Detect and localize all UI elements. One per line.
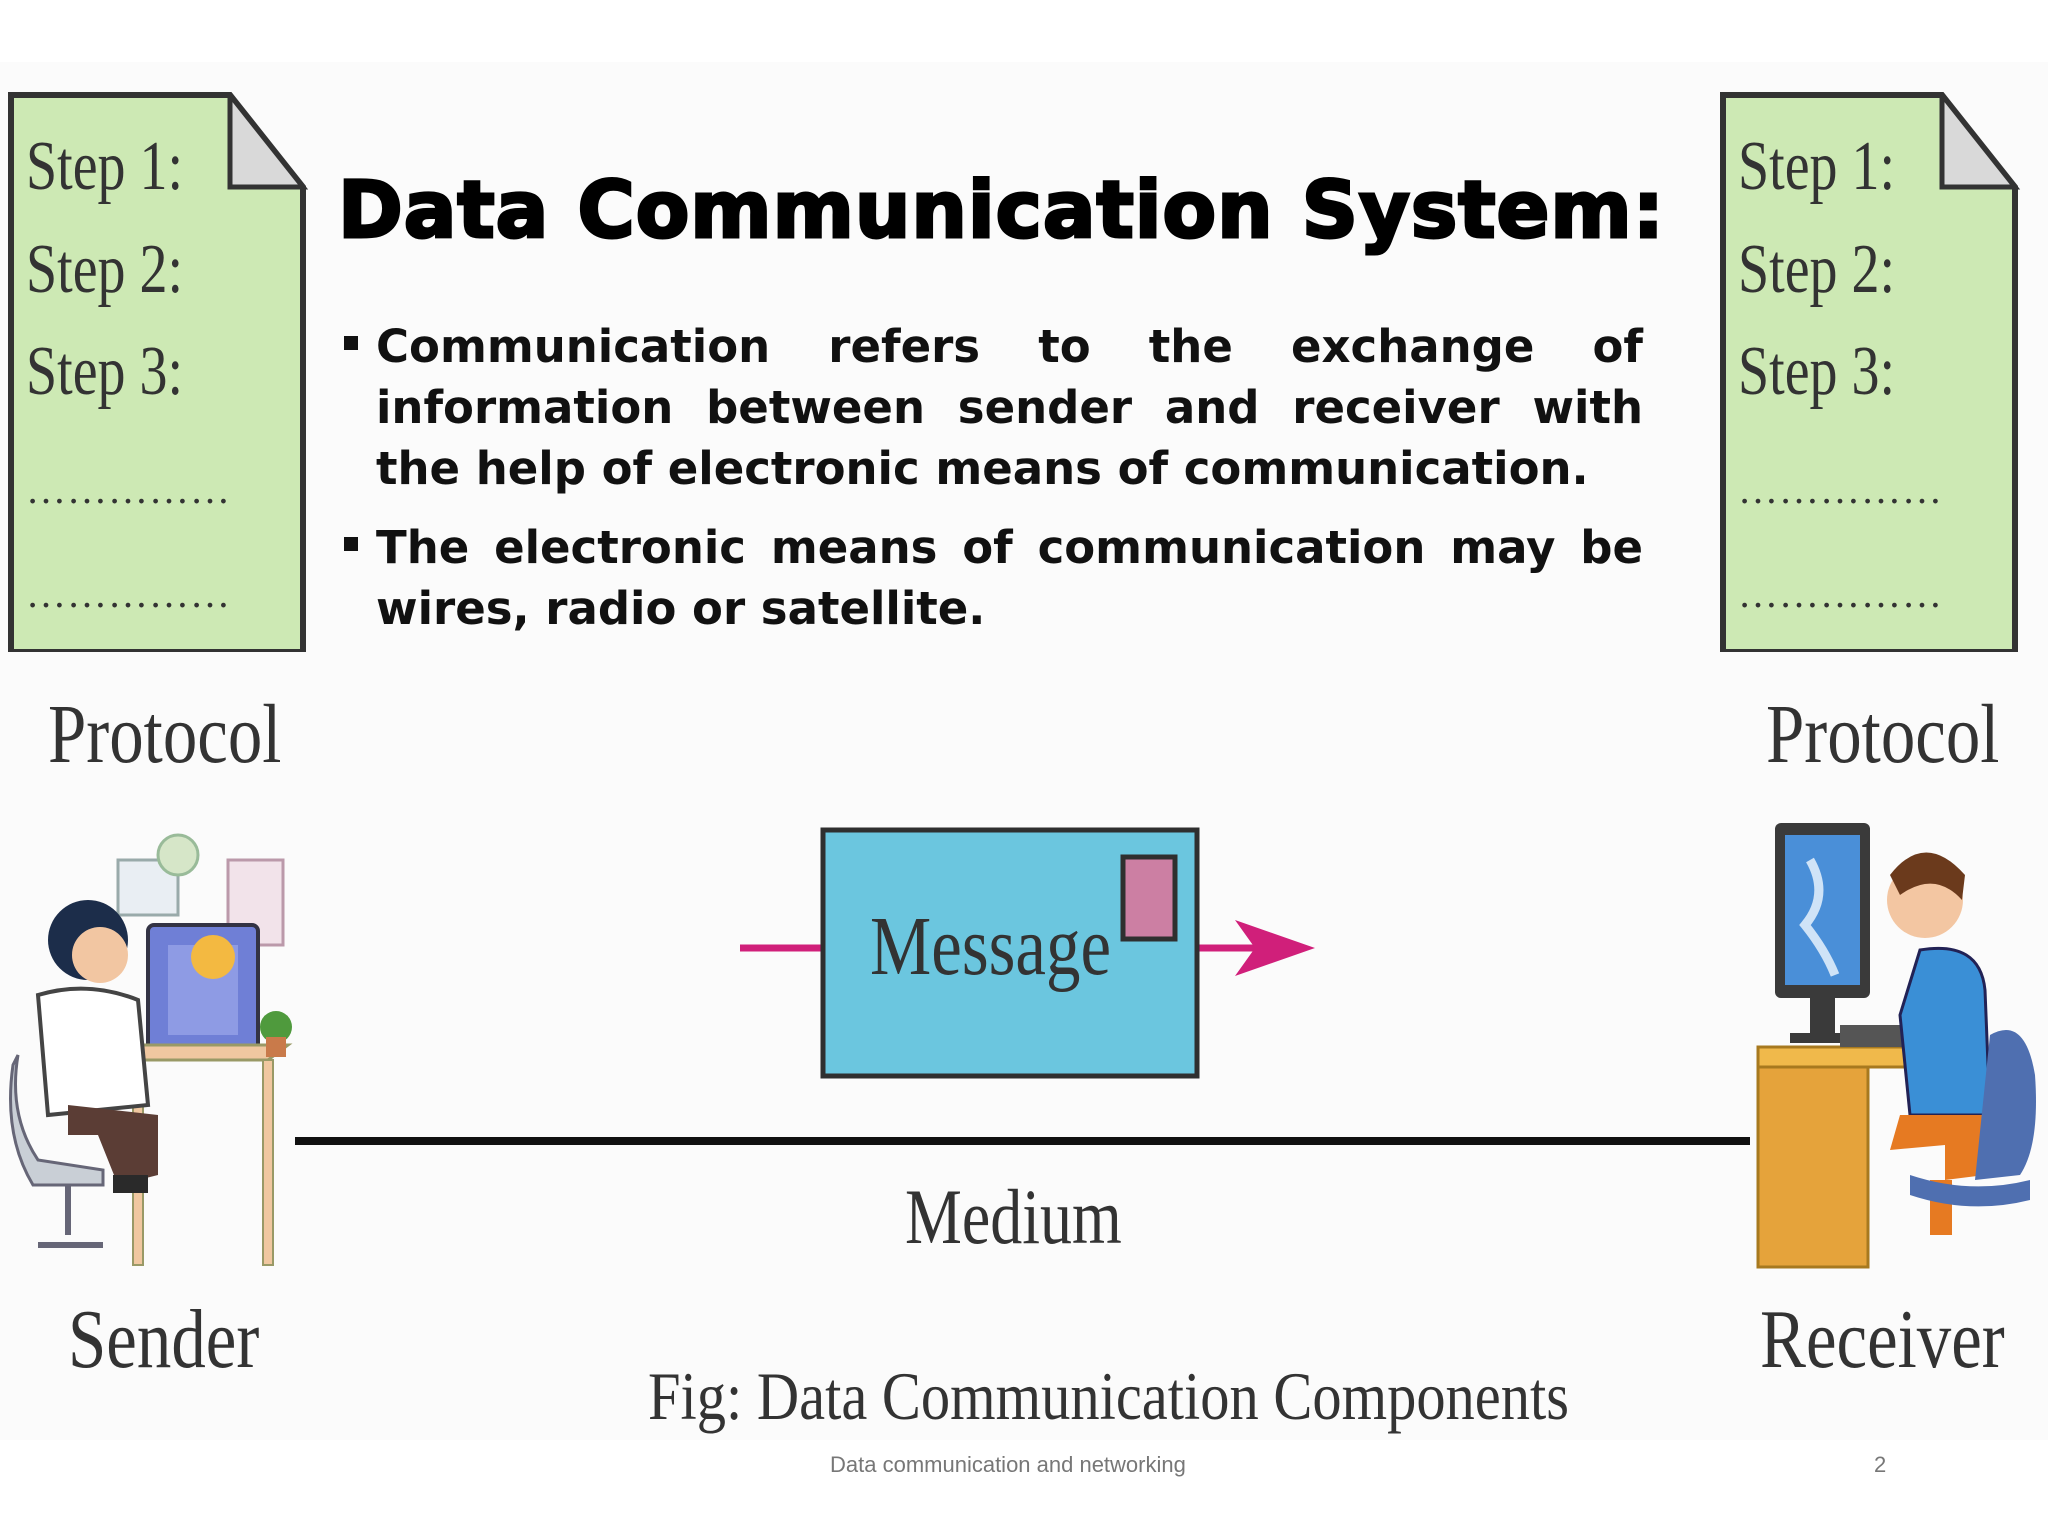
protocol-dots-1: …………… xyxy=(1738,467,1943,512)
sender-person-at-computer-icon xyxy=(9,833,293,1266)
protocol-dots-2: …………… xyxy=(26,571,231,616)
document-shape xyxy=(1720,92,2021,652)
bullet-text: Communication refers to the exchange of … xyxy=(376,320,1643,495)
protocol-dots-2: …………… xyxy=(1738,571,1943,616)
bottom-band xyxy=(0,1440,2048,1536)
bullet-item: The electronic means of communication ma… xyxy=(340,517,1643,639)
message-label: Message xyxy=(870,900,1112,993)
bullet-item: Communication refers to the exchange of … xyxy=(340,316,1643,499)
protocol-step-3: Step 3: xyxy=(1738,333,1896,410)
footer-text: Data communication and networking xyxy=(830,1452,1186,1477)
protocol-step-2: Step 2: xyxy=(1738,231,1896,308)
receiver-person-at-computer-icon xyxy=(1756,823,2036,1269)
slide-title: Data Communication System: xyxy=(337,166,1666,256)
arrow-head-icon xyxy=(1235,920,1315,976)
protocol-step-3: Step 3: xyxy=(26,333,184,410)
medium-line xyxy=(295,1137,1750,1145)
page-number: 2 xyxy=(1874,1452,1887,1477)
bullet-list: Communication refers to the exchange of … xyxy=(340,316,1643,657)
protocol-dots-1: …………… xyxy=(26,467,231,512)
stamp-icon xyxy=(1120,854,1178,942)
receiver-label: Receiver xyxy=(1760,1293,2005,1386)
receiver-protocol-document: Step 1: Step 2: Step 3: …………… …………… xyxy=(1720,92,2022,652)
document-shape xyxy=(8,92,309,652)
sender-label: Sender xyxy=(68,1293,260,1386)
receiver-protocol-label: Protocol xyxy=(1766,688,2000,781)
bullet-square-icon xyxy=(344,336,358,350)
top-band xyxy=(0,0,2048,62)
bullet-square-icon xyxy=(344,537,358,551)
sender-protocol-label: Protocol xyxy=(48,688,282,781)
medium-label: Medium xyxy=(905,1173,1122,1260)
protocol-step-1: Step 1: xyxy=(1738,128,1896,205)
protocol-step-1: Step 1: xyxy=(26,128,184,205)
sender-protocol-document: Step 1: Step 2: Step 3: …………… …………… xyxy=(8,92,310,652)
figure-caption: Fig: Data Communication Components xyxy=(648,1358,1570,1434)
bullet-text: The electronic means of communication ma… xyxy=(376,521,1643,635)
protocol-step-2: Step 2: xyxy=(26,231,184,308)
message-transfer-graphic xyxy=(740,827,1315,1079)
